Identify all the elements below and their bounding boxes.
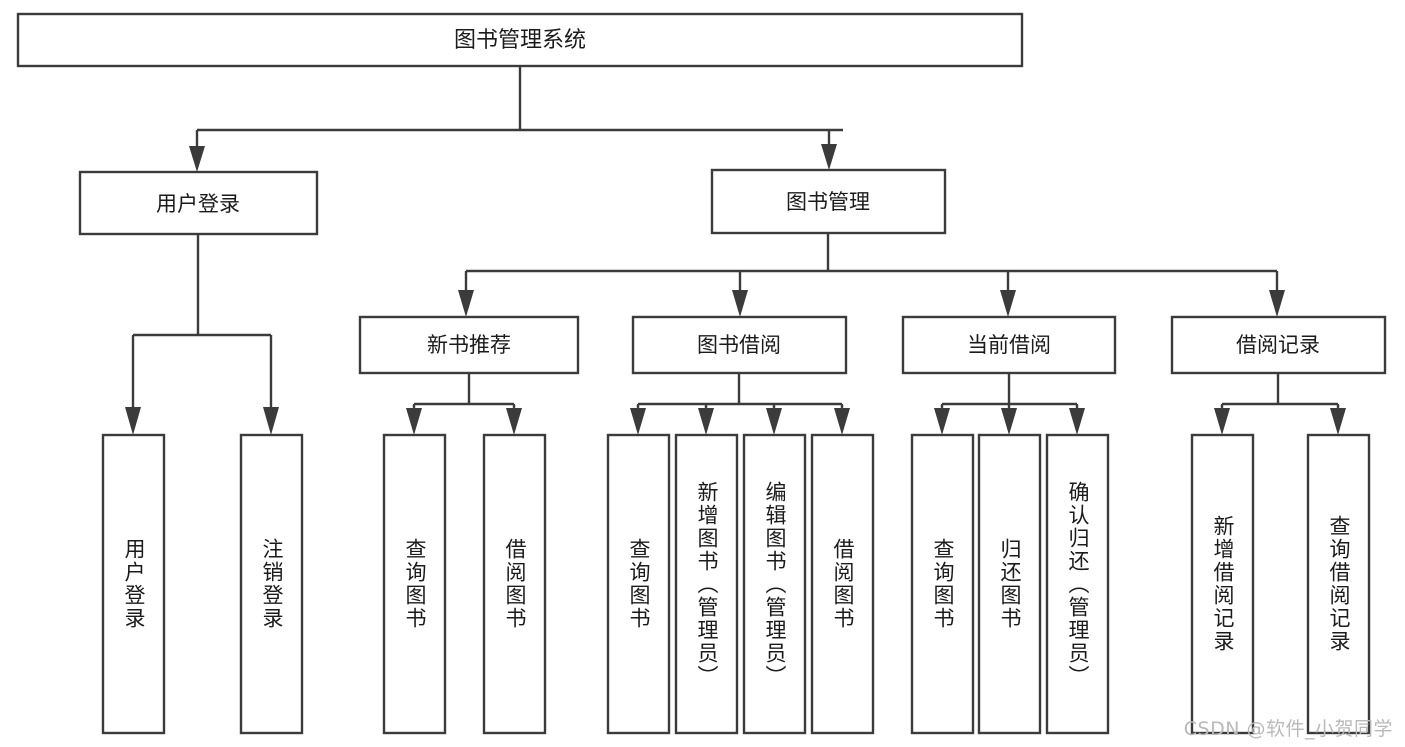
connector-bookmgmt-to-level2 xyxy=(458,233,1285,317)
node-root[interactable]: 图书管理系统 xyxy=(16,12,1024,68)
level1-label-0: 用户登录 xyxy=(156,192,240,216)
node-book-borrow[interactable]: 图书借阅 xyxy=(631,315,848,375)
watermark-text: CSDN @软件_小贺同学 xyxy=(1183,718,1393,740)
arrow-head-icon xyxy=(934,408,950,435)
arrow-head-icon xyxy=(834,408,850,435)
arrow-head-icon xyxy=(1000,290,1016,317)
leaf-box-current-borrow-2[interactable] xyxy=(1045,433,1110,735)
node-user-login[interactable]: 用户登录 xyxy=(78,170,319,236)
level1-label-1: 图书管理 xyxy=(786,190,870,214)
arrow-head-icon xyxy=(821,144,837,170)
connector-bookborrow-to-leaves xyxy=(630,373,850,435)
arrow-head-icon xyxy=(630,408,646,435)
node-current-borrow[interactable]: 当前借阅 xyxy=(901,315,1117,375)
level2-label-0: 新书推荐 xyxy=(427,333,511,357)
arrow-head-icon xyxy=(189,146,205,172)
arrow-head-icon xyxy=(458,290,474,317)
arrow-head-icon xyxy=(766,408,782,435)
connector-borrowrecord-to-leaves xyxy=(1214,373,1346,435)
level2-label-1: 图书借阅 xyxy=(697,333,781,357)
arrow-head-icon xyxy=(1330,408,1346,435)
level2-label-3: 借阅记录 xyxy=(1236,333,1320,357)
leaf-box-book-borrow-3[interactable] xyxy=(810,433,875,735)
level2-box-0[interactable] xyxy=(358,315,580,375)
arrow-head-icon xyxy=(125,407,141,435)
arrow-head-icon xyxy=(698,408,714,435)
arrow-head-icon xyxy=(1069,408,1085,435)
node-borrow-record[interactable]: 借阅记录 xyxy=(1170,315,1387,375)
arrow-head-icon xyxy=(506,408,522,435)
root-box[interactable] xyxy=(16,12,1024,68)
level1-box-0[interactable] xyxy=(78,170,319,236)
arrow-head-icon xyxy=(732,290,748,317)
level2-label-2: 当前借阅 xyxy=(967,333,1051,357)
root-label: 图书管理系统 xyxy=(454,28,586,53)
leaf-box-borrow-record-1[interactable] xyxy=(1306,433,1371,735)
arrow-head-icon xyxy=(263,407,279,435)
leaf-box-current-borrow-1[interactable] xyxy=(977,433,1042,735)
arrow-head-icon xyxy=(1214,408,1230,435)
leaf-box-new-book-0[interactable] xyxy=(382,433,447,735)
arrow-head-icon xyxy=(406,408,422,435)
leaf-box-current-borrow-0[interactable] xyxy=(910,433,975,735)
node-book-management[interactable]: 图书管理 xyxy=(710,168,947,235)
leaf-box-new-book-1[interactable] xyxy=(482,433,547,735)
arrow-head-icon xyxy=(1001,408,1017,435)
connector-userlogin-to-leaves xyxy=(125,234,279,435)
connector-root-to-level1 xyxy=(189,66,843,172)
level2-box-2[interactable] xyxy=(901,315,1117,375)
leaf-box-user-login-0[interactable] xyxy=(101,433,166,735)
node-new-book-recommend[interactable]: 新书推荐 xyxy=(358,315,580,375)
connector-currentborrow-to-leaves xyxy=(934,373,1085,435)
leaf-box-book-borrow-1[interactable] xyxy=(674,433,739,735)
leaf-box-borrow-record-0[interactable] xyxy=(1190,433,1255,735)
arrow-head-icon xyxy=(1269,290,1285,317)
leaf-box-book-borrow-2[interactable] xyxy=(742,433,807,735)
connector-newbook-to-leaves xyxy=(406,373,522,435)
leaf-box-book-borrow-0[interactable] xyxy=(606,433,671,735)
leaf-box-user-login-1[interactable] xyxy=(239,433,304,735)
